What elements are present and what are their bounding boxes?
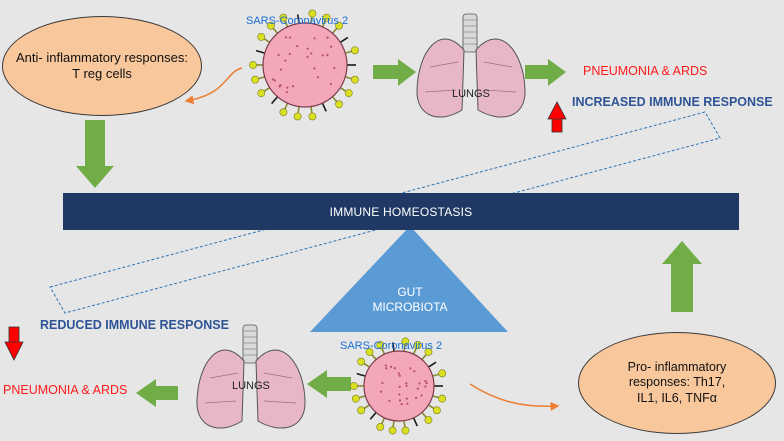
gut-microbiota-triangle	[310, 226, 508, 332]
green-arrow-lungs-to-pneumonia-bottom	[136, 379, 178, 407]
green-arrow-virus-to-lungs-bottom	[307, 370, 351, 398]
gut-microbiota-label: GUT MICROBIOTA	[372, 285, 448, 314]
lungs-icon-bottom	[196, 324, 306, 429]
green-arrow-up-right	[662, 241, 702, 312]
virus-label-bottom: SARS-Coronavirus 2	[340, 340, 443, 352]
red-arrow-down	[4, 326, 24, 361]
green-arrow-down-left	[76, 120, 114, 188]
orange-curve-arrow-bottom	[469, 383, 560, 411]
increased-immune-response: INCREASED IMMUNE RESPONSE	[572, 95, 773, 109]
immune-homeostasis-label: IMMUNE HOMEOSTASIS	[329, 204, 473, 219]
green-arrow-lungs-to-pneumonia-top	[525, 59, 566, 86]
pro-inflammatory-text: Pro- inflammatory responses: Th17, IL1, …	[627, 359, 727, 405]
green-arrow-virus-to-lungs-top	[373, 59, 416, 86]
red-arrow-up	[547, 101, 567, 133]
lungs-label-top: LUNGS	[452, 88, 490, 100]
orange-curve-arrow-top	[184, 67, 243, 105]
lungs-label-bottom: LUNGS	[232, 380, 270, 392]
pneumonia-ards-bottom: PNEUMONIA & ARDS	[3, 383, 128, 397]
reduced-immune-response: REDUCED IMMUNE RESPONSE	[40, 318, 229, 332]
virus-icon-top	[249, 9, 359, 121]
tilted-balance-beam	[49, 111, 721, 314]
anti-inflammatory-ellipse: Anti- inflammatory responses: T reg cell…	[2, 16, 202, 116]
anti-inflammatory-text: Anti- inflammatory responses: T reg cell…	[16, 49, 188, 81]
pro-inflammatory-ellipse: Pro- inflammatory responses: Th17, IL1, …	[578, 332, 776, 434]
virus-icon-bottom	[350, 337, 447, 435]
pneumonia-ards-top: PNEUMONIA & ARDS	[583, 64, 708, 78]
immune-homeostasis-bar: IMMUNE HOMEOSTASIS	[63, 193, 739, 230]
virus-label-top: SARS-Coronavirus 2	[246, 15, 349, 27]
lungs-icon-top	[416, 13, 526, 118]
